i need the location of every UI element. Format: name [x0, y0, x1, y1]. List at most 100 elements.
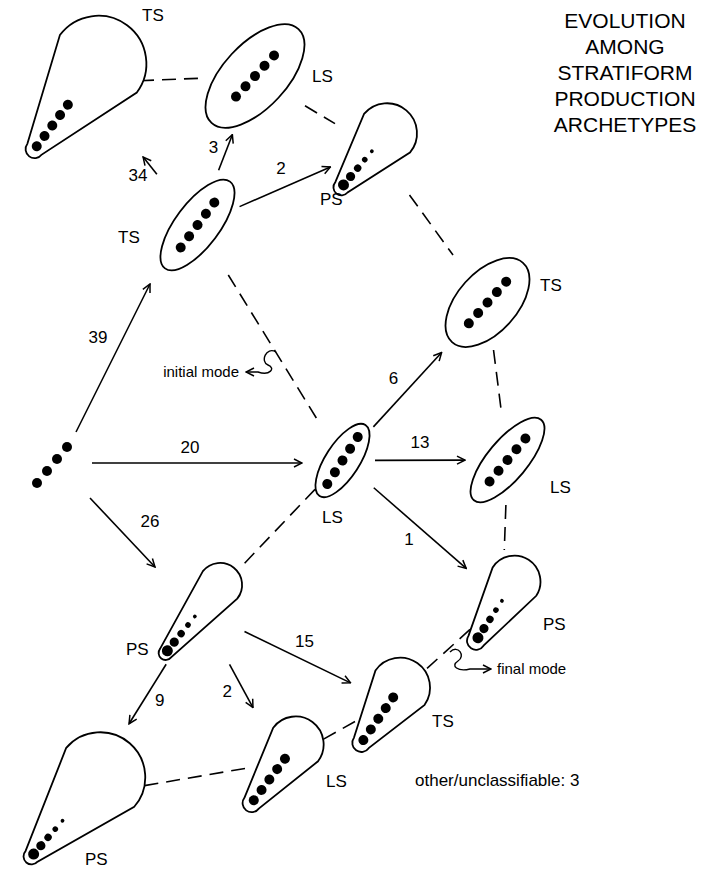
archetype-node: PS	[470, 550, 535, 650]
dot	[248, 69, 262, 83]
count-number: 15	[293, 632, 316, 652]
initial-dots	[32, 442, 72, 488]
dot	[462, 316, 476, 330]
dot	[182, 229, 196, 243]
archetype-outline-path	[305, 416, 379, 505]
outline-group	[0, 714, 164, 877]
archetype-outline	[470, 550, 535, 650]
transition-arrow	[245, 632, 351, 683]
dot	[43, 832, 53, 842]
dot	[379, 701, 393, 715]
count-number: 6	[387, 369, 400, 389]
dashed-link	[320, 722, 355, 742]
start-arrow	[92, 462, 302, 464]
dot	[343, 442, 357, 456]
archetype-outline	[355, 652, 425, 752]
dot	[42, 466, 52, 476]
dashed-link	[240, 489, 315, 568]
archetype-node: TS	[160, 175, 235, 275]
outline-group	[449, 546, 550, 663]
dot	[509, 442, 523, 456]
dot	[336, 454, 350, 468]
squiggle-pointer	[246, 351, 276, 373]
dot	[34, 839, 47, 852]
dot	[52, 454, 62, 464]
dot	[371, 712, 385, 726]
dot	[490, 285, 504, 299]
archetype-code: PS	[320, 190, 343, 210]
dot	[176, 628, 186, 638]
outline-group	[430, 243, 546, 362]
dot	[361, 156, 369, 164]
archetype-outline-path	[449, 546, 550, 663]
dot	[518, 431, 532, 445]
squiggle-pointer	[450, 649, 491, 669]
dot	[369, 149, 374, 154]
archetype-code: LS	[550, 478, 571, 498]
dot	[500, 453, 514, 467]
dashed-link	[228, 275, 316, 418]
dot	[62, 442, 72, 452]
archetype-code: LS	[326, 772, 347, 792]
dot	[255, 783, 269, 797]
archetype-outline-path	[332, 646, 442, 768]
archetype-node: PS	[160, 560, 240, 660]
count-number: 26	[141, 512, 160, 532]
outline-group	[313, 91, 429, 213]
outline-group	[188, 7, 322, 144]
dot	[499, 598, 504, 603]
dot	[207, 196, 221, 210]
count-number: 2	[221, 682, 234, 702]
archetype-node: TS	[355, 652, 425, 752]
dot	[257, 59, 271, 73]
archetype-node: TS	[445, 255, 530, 350]
outline-group	[147, 168, 247, 281]
transition-arrow	[374, 488, 466, 569]
archetype-outline	[315, 418, 370, 503]
archetype-outline	[470, 415, 545, 505]
dot	[499, 275, 513, 289]
archetype-node: PS	[25, 728, 143, 864]
dot	[478, 622, 491, 635]
dot	[356, 733, 370, 747]
dot	[51, 825, 59, 833]
archetype-outline	[25, 728, 143, 864]
dot	[168, 636, 181, 649]
archetype-code: TS	[118, 228, 140, 248]
dot	[199, 207, 213, 221]
archetype-node: TS	[28, 8, 140, 158]
dot	[278, 752, 292, 766]
transition-arrow	[219, 135, 233, 171]
dashed-link	[425, 629, 470, 670]
note-text: initial mode	[163, 362, 239, 382]
start-arrow	[76, 284, 150, 432]
count-number: 20	[181, 438, 200, 458]
archetype-outline	[28, 8, 140, 158]
archetype-code: PS	[85, 850, 108, 870]
archetype-code: TS	[432, 712, 454, 732]
dot	[352, 163, 362, 173]
outline-group	[305, 416, 379, 505]
archetype-node: PS	[335, 100, 415, 195]
dot	[491, 464, 505, 478]
count-number: 3	[207, 138, 220, 158]
transition-arrow	[129, 664, 166, 724]
dot	[320, 477, 334, 491]
dot	[184, 621, 192, 629]
archetype-outline	[245, 712, 320, 812]
outline-group	[144, 554, 251, 672]
archetype-outline-path	[313, 91, 429, 213]
count-number: 9	[153, 691, 166, 711]
archetype-outline	[445, 255, 530, 350]
dot	[192, 614, 197, 619]
dot	[229, 89, 243, 103]
archetype-outline-path	[144, 554, 251, 672]
archetype-outline-path	[0, 714, 164, 877]
note-text: other/unclassifiable: 3	[415, 771, 579, 791]
archetype-code: PS	[126, 640, 149, 660]
archetype-outline-path	[430, 243, 546, 362]
dot	[480, 295, 494, 309]
outline-group	[459, 407, 557, 513]
dashed-link	[143, 768, 245, 785]
